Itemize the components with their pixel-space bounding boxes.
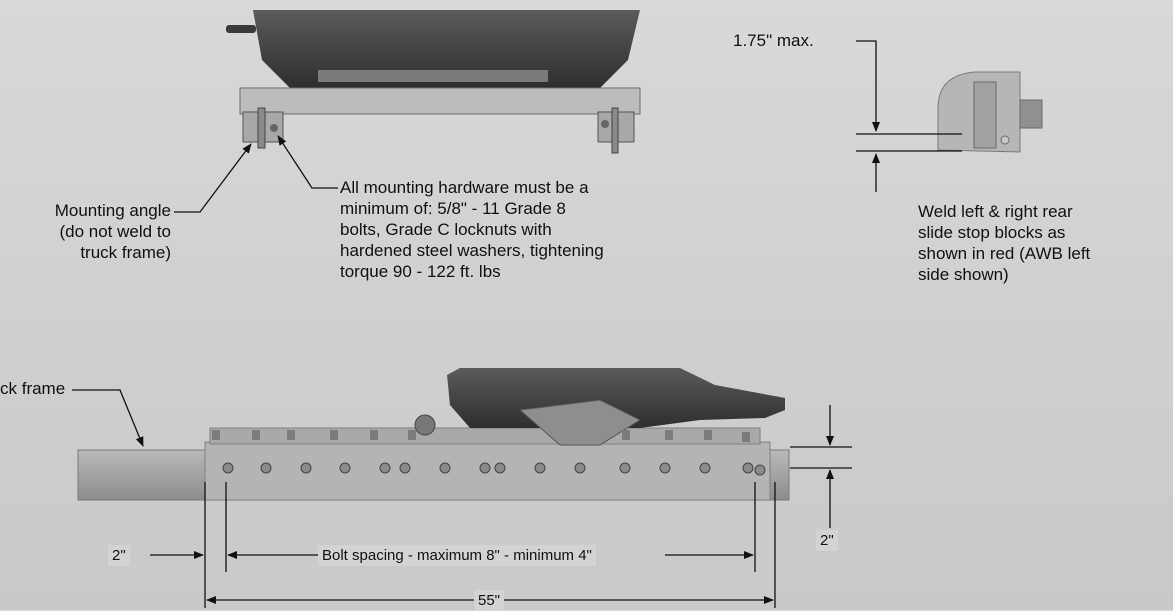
- truck-frame-leader: [72, 389, 144, 447]
- weld-line-4: side shown): [918, 265, 1009, 284]
- weld-line-2: slide stop blocks as: [918, 223, 1066, 242]
- mounting-angle-label: Mounting angle (do not weld to truck fra…: [0, 200, 171, 263]
- bolt-row: [222, 462, 766, 476]
- weld-note: Weld left & right rear slide stop blocks…: [918, 201, 1090, 285]
- stop-block-slot: [973, 81, 997, 149]
- bolt-spacing-label: Bolt spacing - maximum 8" - minimum 4": [318, 545, 596, 566]
- max-dimension-label: 1.75" max.: [733, 31, 814, 50]
- hitch-side-cradle: [518, 399, 642, 446]
- top-bolt-row: [212, 430, 750, 442]
- hitch-handle: [226, 25, 256, 33]
- max-leader: [856, 40, 880, 132]
- mounting-angle-line-3: truck frame): [80, 243, 171, 262]
- mounting-angle-line-2: (do not weld to: [59, 222, 171, 241]
- hitch-spring: [318, 70, 548, 82]
- truck-frame-label: ck frame: [0, 379, 66, 398]
- top-right-dims: [856, 40, 962, 192]
- side-view: [77, 368, 790, 501]
- hardware-line-3: bolts, Grade C locknuts with: [340, 220, 552, 239]
- stop-block-hole: [1000, 135, 1010, 145]
- mounting-angle-leader: [174, 143, 252, 213]
- mounting-angle-line-1: Mounting angle: [54, 201, 171, 220]
- hardware-line-5: torque 90 - 122 ft. lbs: [340, 262, 501, 281]
- roller: [414, 414, 436, 436]
- hardware-leader: [277, 135, 338, 189]
- hardware-line-4: hardened steel washers, tightening: [340, 241, 604, 260]
- stop-block-plate: [1019, 99, 1043, 129]
- slide-stop-detail: [937, 71, 1043, 153]
- mounting-angle: [257, 107, 266, 149]
- right-angle-leg: [611, 107, 619, 154]
- weld-line-3: shown in red (AWB left: [918, 244, 1091, 263]
- top-left-leaders: [174, 135, 338, 213]
- dim-55-label: 55": [474, 590, 505, 611]
- weld-line-1: Weld left & right rear: [918, 202, 1073, 221]
- right-bolt: [601, 120, 609, 128]
- hitch-front-view: [226, 10, 641, 154]
- dim-2-left-label: 2": [108, 545, 130, 566]
- dim-2-right-label: 2": [816, 530, 838, 551]
- hardware-line-2: minimum of: 5/8" - 11 Grade 8: [340, 199, 566, 218]
- left-bolt: [270, 124, 278, 132]
- hitch-head: [253, 10, 640, 88]
- hardware-note: All mounting hardware must be a minimum …: [340, 177, 604, 282]
- bottom-dims: [72, 389, 852, 608]
- hitch-base-plate: [239, 87, 641, 115]
- hardware-line-1: All mounting hardware must be a: [340, 178, 589, 197]
